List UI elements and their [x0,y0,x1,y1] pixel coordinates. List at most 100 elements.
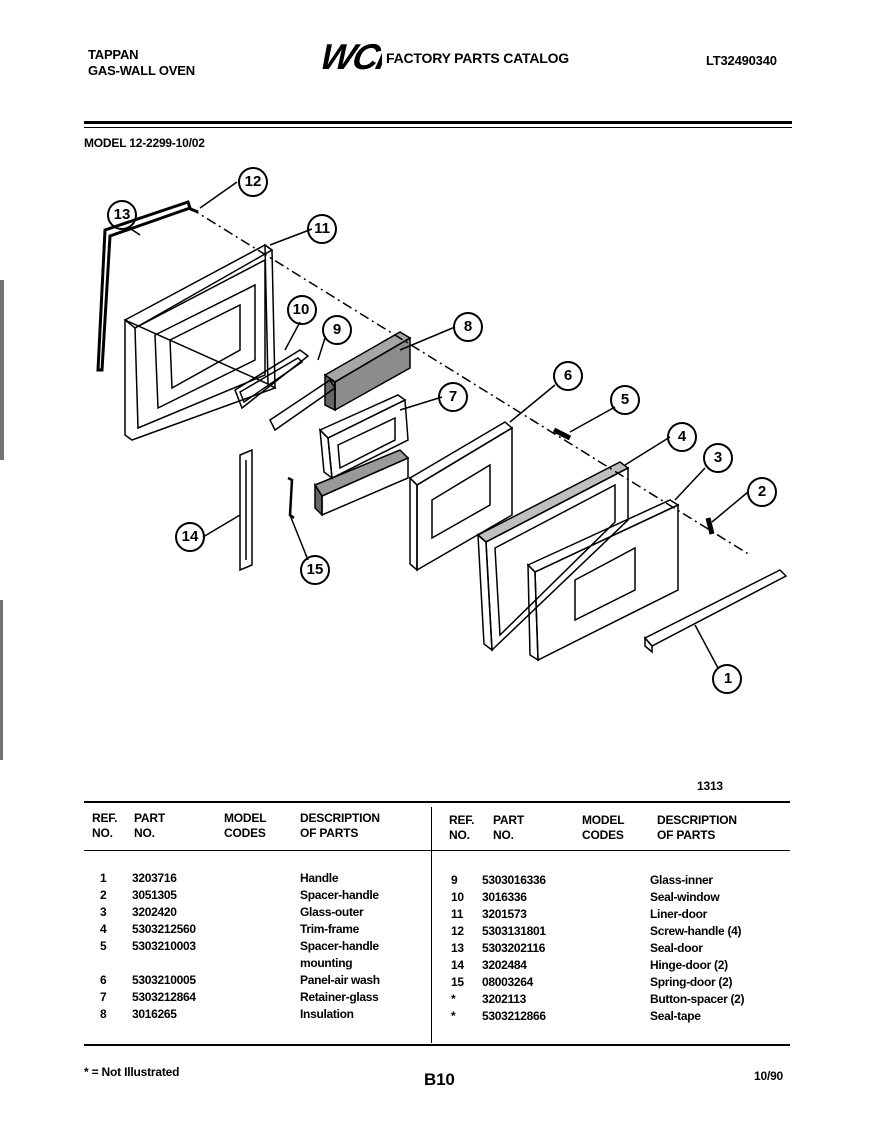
description: Screw-handle (4) [650,924,742,938]
callout-7: 7 [448,388,458,405]
callout-1: 1 [723,670,733,687]
ref-no: 3 [100,905,107,919]
part-hinge-door [239,448,253,572]
ref-no: 2 [100,888,107,902]
table-header-rule [84,850,790,851]
part-no: 3202484 [482,958,527,972]
ref-no: 15 [451,975,464,989]
page-number: B10 [424,1070,455,1089]
description: Spacer-handle [300,939,379,953]
parts-row: 3 3202420 Glass-outer [0,904,880,921]
leader-5 [569,406,616,433]
description: Glass-outer [300,905,364,919]
revision-date: 10/90 [754,1069,784,1083]
table-top-rule [84,801,790,803]
callout-4: 4 [677,428,687,445]
part-no: 3051305 [132,888,177,902]
description: mounting [300,956,353,970]
callout-8: 8 [463,318,473,335]
parts-row: mounting [0,955,880,972]
figure-number: 1313 [697,779,723,793]
leader-6 [509,384,556,423]
parts-row: 2 3051305 Spacer-handle [0,887,880,904]
ref-no: 4 [100,922,107,936]
description: Seal-tape [650,1009,701,1023]
leader-7 [399,396,443,411]
part-no: 5303202116 [482,941,546,955]
header-ref-no-right: REF.NO. [449,813,475,842]
part-panel-air-wash [408,421,514,572]
header-rule-thick [84,121,792,124]
exploded-parts-diagram [96,167,788,694]
description: Button-spacer (2) [650,992,745,1006]
scan-edge [0,280,4,460]
leader-13 [127,226,141,236]
catalog-title: FACTORY PARTS CATALOG [386,50,569,66]
table-bottom-rule [84,1044,790,1046]
callout-3: 3 [713,449,723,466]
description: Hinge-door (2) [650,958,728,972]
description: Trim-frame [300,922,360,936]
svg-text:WCI: WCI [318,38,382,74]
description: Glass-inner [650,873,713,887]
leader-11 [269,228,313,246]
description: Liner-door [650,907,707,921]
part-insulation [323,331,412,412]
description: Retainer-glass [300,990,379,1004]
part-retainer-strip [313,449,410,517]
callout-10: 10 [292,301,310,318]
part-no: 5303212864 [132,990,196,1004]
ref-no: * [451,1009,456,1023]
ref-no: 9 [451,873,458,887]
callout-2: 2 [757,483,767,500]
description: Seal-window [650,890,720,904]
ref-no: 11 [451,907,464,921]
assembly-centerline [189,207,751,556]
part-no: 5303212560 [132,922,196,936]
parts-row: 8 3016265 Insulation [0,1006,880,1023]
part-no: 3016265 [132,1007,177,1021]
callout-13: 13 [113,206,131,223]
part-no: 5303210005 [132,973,196,987]
ref-no: 7 [100,990,107,1004]
description: Spacer-handle [300,888,379,902]
part-no: 3202420 [132,905,177,919]
wci-logo: WCI [316,37,393,77]
part-spacer-handle [705,517,715,535]
part-no: 5303212866 [482,1009,546,1023]
part-no: 5303210003 [132,939,196,953]
product-name: GAS-WALL OVEN [88,63,195,78]
ref-no: 5 [100,939,107,953]
part-trim-frame [476,461,630,652]
leader-4 [624,436,671,466]
callout-12: 12 [244,173,262,190]
description: Insulation [300,1007,354,1021]
ref-no: 12 [451,924,464,938]
leader-1 [694,624,719,669]
parts-row: * 5303212866 Seal-tape [0,1008,880,1025]
callout-9: 9 [332,321,342,338]
ref-no: 8 [100,1007,107,1021]
callout-15: 15 [306,561,324,578]
callout-11: 11 [314,220,330,237]
ref-no: 13 [451,941,464,955]
leader-8 [399,326,456,351]
description: Panel-air wash [300,973,380,987]
part-spacer-handle-mounting [552,427,572,441]
part-glass-outer [526,499,680,662]
ref-no: 1 [100,871,107,885]
scan-edge [0,600,3,760]
part-liner-door [123,243,277,441]
part-screw-handle [187,206,199,214]
part-no: 08003264 [482,975,533,989]
leader-10 [284,321,301,351]
